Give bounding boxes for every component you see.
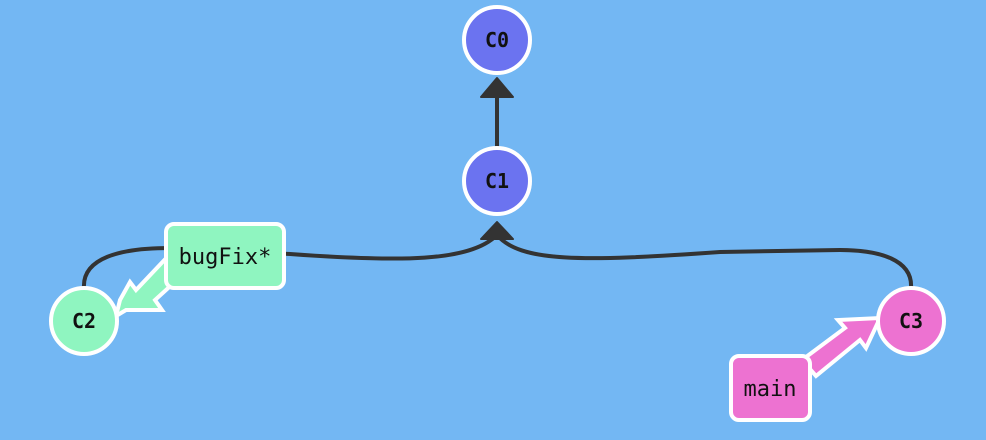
- commit-label-c0: C0: [485, 28, 509, 52]
- edge-c3-c1: [495, 233, 914, 289]
- main-branch-arrow: [799, 315, 884, 379]
- arrowhead-c0: [480, 77, 514, 98]
- edges: [81, 77, 914, 289]
- branch-tag-bugfix[interactable]: bugFix*: [164, 222, 286, 290]
- branch-label-main: main: [744, 377, 797, 402]
- commit-node-c0[interactable]: C0: [462, 5, 532, 75]
- commit-label-c1: C1: [485, 169, 509, 193]
- commit-label-c2: C2: [72, 309, 96, 333]
- arrowhead-c1: [480, 221, 514, 240]
- commit-node-c3[interactable]: C3: [876, 286, 946, 356]
- commit-node-c1[interactable]: C1: [462, 146, 532, 216]
- edge-c2-c1: [81, 233, 499, 289]
- commit-node-c2[interactable]: C2: [49, 286, 119, 356]
- branch-label-bugfix: bugFix*: [179, 245, 272, 270]
- branch-tag-main[interactable]: main: [729, 354, 812, 422]
- commit-label-c3: C3: [899, 309, 923, 333]
